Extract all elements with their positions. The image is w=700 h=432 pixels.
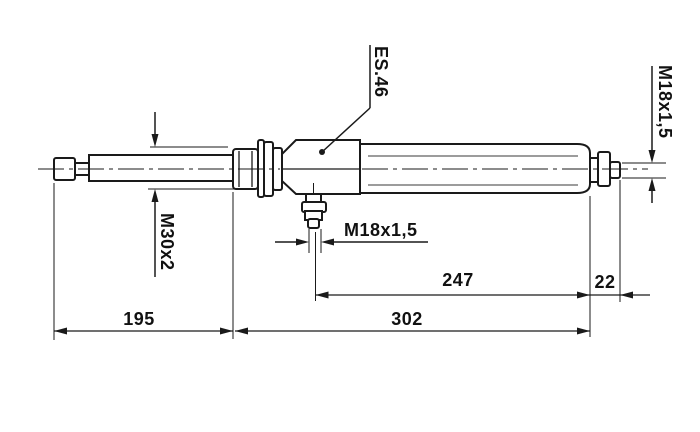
dim-247-22-line <box>315 291 650 299</box>
tube-highlight-lines <box>368 155 578 186</box>
part-callout-label: ES.46 <box>371 46 391 98</box>
dim-22-label: 22 <box>594 272 616 292</box>
dim-247-label: 247 <box>442 270 474 290</box>
rod-thread-label: M30x2 <box>157 213 177 271</box>
dim-195-label: 195 <box>123 309 155 329</box>
bleed-valve-nipple <box>301 193 327 229</box>
valve-thread-label: M18x1,5 <box>344 220 418 240</box>
valve-thread-dimension <box>275 238 428 246</box>
piston-rod <box>88 154 237 182</box>
end-thread-label: M18x1,5 <box>655 65 675 139</box>
rod-thread-dimension <box>151 112 159 277</box>
valve-body <box>281 139 361 196</box>
dim-302-label: 302 <box>391 309 423 329</box>
end-thread-dimension <box>648 66 656 203</box>
dim-195-302-lines <box>54 327 590 335</box>
part-callout-leader <box>319 45 371 155</box>
extension-lines <box>53 146 666 340</box>
